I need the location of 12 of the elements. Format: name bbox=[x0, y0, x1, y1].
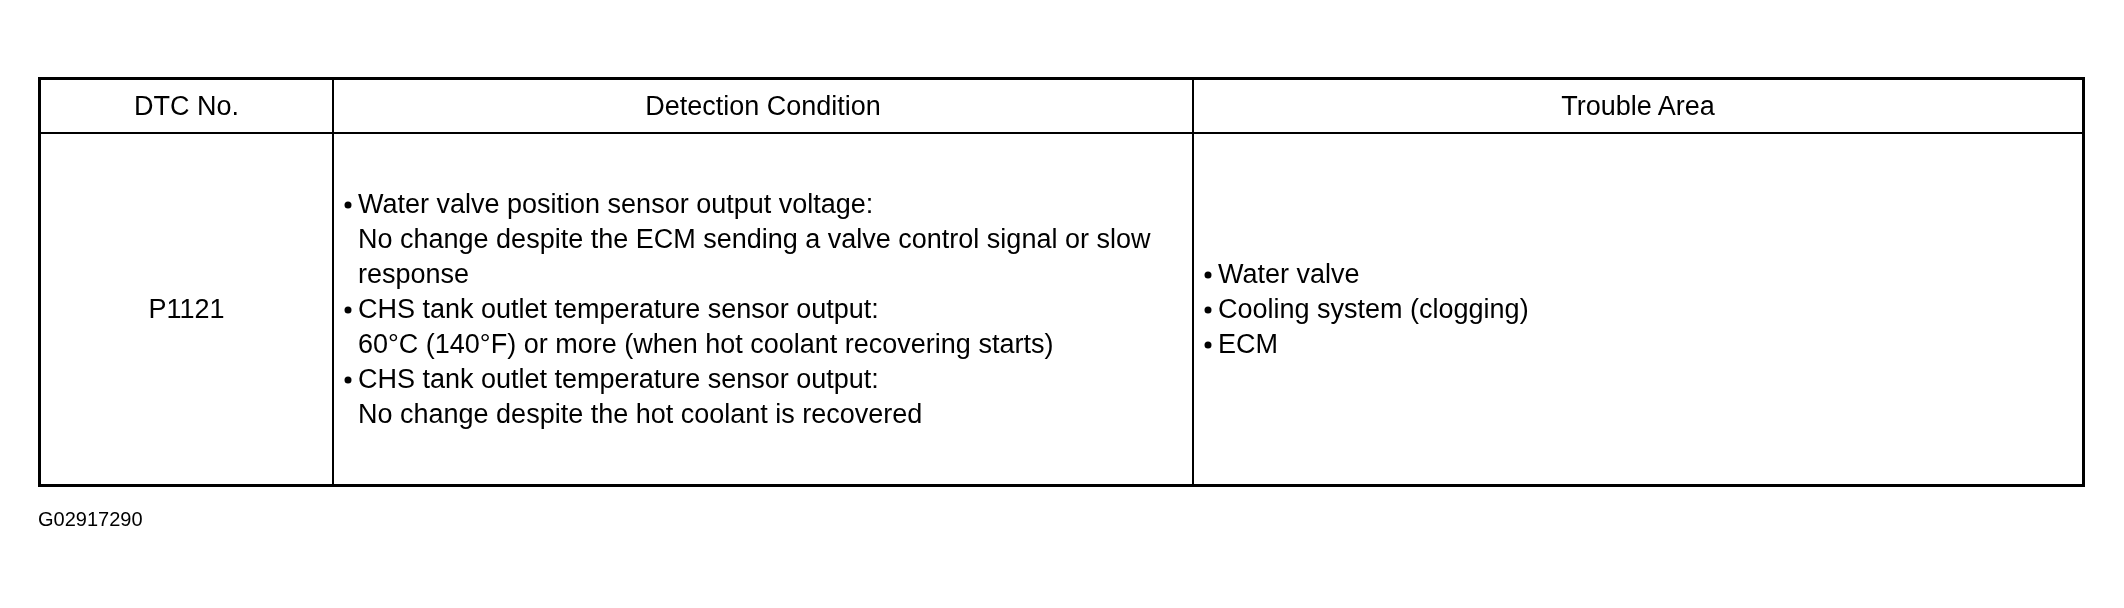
condition-text: CHS tank outlet temperature sensor output: bbox=[358, 362, 879, 396]
condition-text: CHS tank outlet temperature sensor output: bbox=[358, 292, 879, 326]
condition-detail: 60°C (140°F) or more (when hot coolant recovering starts) bbox=[357, 327, 1055, 361]
header-cell: DTC No. bbox=[39, 78, 333, 133]
trouble-area-text: Water valve bbox=[1218, 257, 1360, 291]
header-cell: Detection Condition bbox=[333, 78, 1193, 133]
figure-code: G02917290 bbox=[38, 508, 143, 531]
trouble-area-text: Cooling system (clogging) bbox=[1218, 292, 1529, 326]
condition-detail: No change despite the hot coolant is recovered bbox=[357, 397, 924, 431]
condition-detail: No change despite the ECM sending a valve control signal or slow response bbox=[357, 222, 1152, 291]
condition-text: Water valve position sensor output voltage: bbox=[358, 187, 874, 221]
trouble-area-text: ECM bbox=[1218, 327, 1278, 361]
